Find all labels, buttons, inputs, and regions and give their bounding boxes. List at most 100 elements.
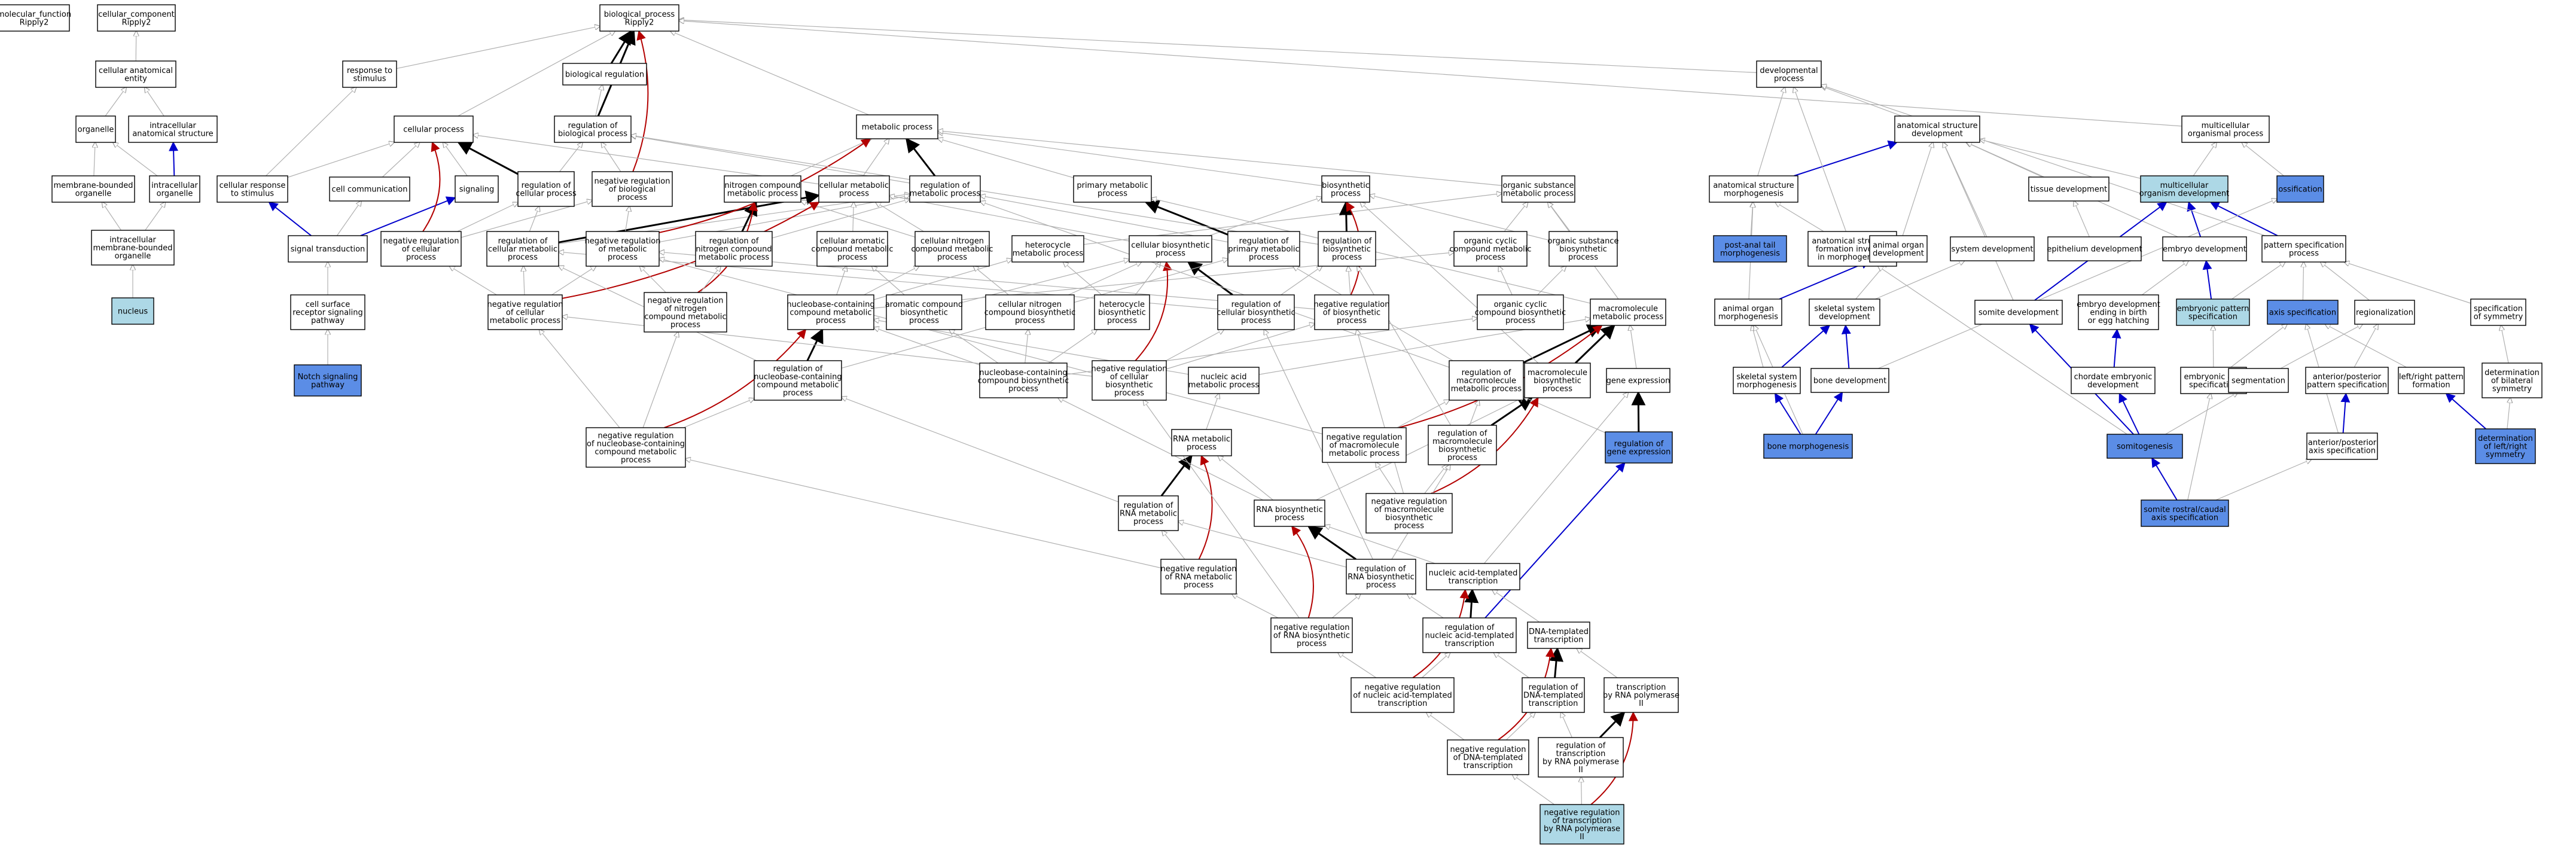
node-regionaliz[interactable]: regionalization (2354, 300, 2415, 325)
node-cellproc[interactable]: cellular process (394, 115, 474, 143)
node-org[interactable]: organelle (75, 115, 116, 143)
node-geneexp[interactable]: gene expression (1606, 368, 1670, 393)
node-signaling[interactable]: signaling (455, 175, 499, 203)
node-metproc[interactable]: metabolic process (856, 114, 938, 139)
node-segm[interactable]: segmentation (2228, 368, 2289, 393)
node-axspec[interactable]: axis specification (2267, 300, 2339, 325)
node-somito[interactable]: somitogenesis (2106, 434, 2183, 459)
node-sigtrans[interactable]: signal transduction (288, 235, 368, 263)
node-nucleus[interactable]: nucleus (111, 297, 154, 325)
node-embdev[interactable]: embryo development (2162, 236, 2247, 261)
node-cellcomm[interactable]: cell communication (329, 176, 410, 202)
node-regmbp[interactable]: regulation ofmacromoleculebiosyntheticpr… (1428, 425, 1497, 465)
node-bioreg[interactable]: biological regulation (562, 63, 647, 86)
node-tissuedev[interactable]: tissue development (2028, 176, 2109, 202)
node-sysdev[interactable]: system development (1950, 236, 2035, 261)
node-regnbccmp[interactable]: regulation ofnucleobase-containingcompou… (754, 360, 842, 401)
node-bonedev[interactable]: bone development (1810, 368, 1889, 393)
